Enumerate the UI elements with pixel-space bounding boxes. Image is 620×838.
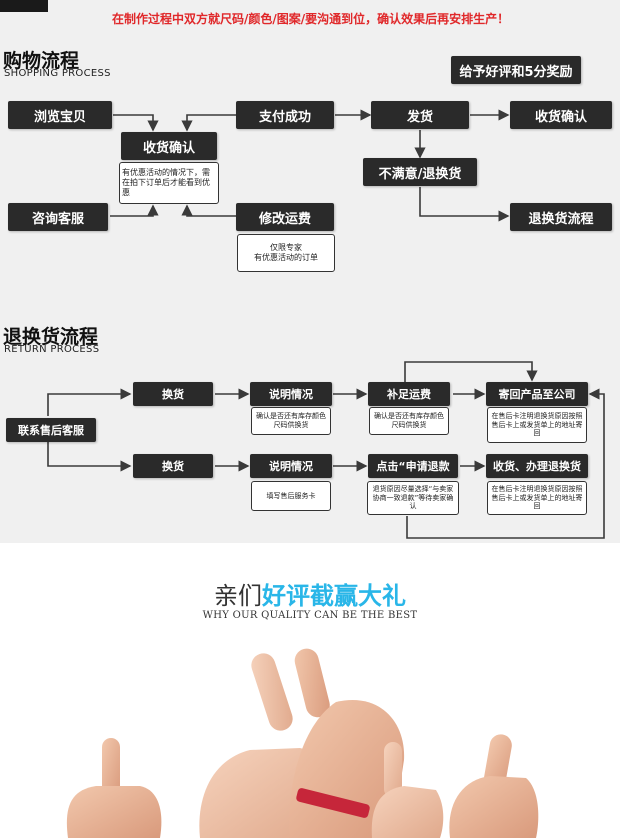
hand-center	[289, 648, 405, 838]
note-vip: 仅限专家 有优惠活动的订单	[237, 234, 335, 272]
note-stock-1: 确认是否还有库存颜色尺码供换货	[251, 407, 331, 435]
step-browse: 浏览宝贝	[8, 101, 112, 129]
step-send-back: 寄回产品至公司	[486, 382, 588, 406]
shopping-subtitle: SHOPPING PROCESS	[4, 68, 111, 79]
hand-center-right	[371, 742, 444, 838]
step-apply-refund: 点击“申请退款	[368, 454, 458, 478]
returns-subtitle: RETURN PROCESS	[4, 344, 100, 355]
step-unsatisfied: 不满意/退换货	[363, 158, 477, 186]
step-exchange-bottom: 换货	[133, 454, 213, 478]
step-explain-bottom: 说明情况	[250, 454, 332, 478]
step-pay-success: 支付成功	[236, 101, 334, 129]
shopping-title: 购物流程	[3, 50, 80, 72]
note-stock-2: 确认是否还有库存颜色尺码供换货	[369, 407, 449, 435]
corner-tab	[0, 0, 48, 12]
hand-left	[66, 738, 162, 838]
step-add-shipping: 补足运费	[368, 382, 450, 406]
note-refund: 退货原因尽量选择“与卖家协商一致退款”等待卖家确认	[367, 481, 459, 515]
note-vip-line2: 有优惠活动的订单	[254, 253, 318, 262]
returns-title: 退换货流程	[3, 326, 99, 348]
step-exchange-top: 换货	[133, 382, 213, 406]
step-ship: 发货	[371, 101, 469, 129]
promo-heading-prefix: 亲们	[214, 582, 262, 610]
step-consult: 咨询客服	[8, 203, 108, 231]
step-explain-top: 说明情况	[250, 382, 332, 406]
note-promo: 有优惠活动的情况下，需在拍下订单后才能看到优惠	[119, 162, 219, 204]
process-diagram-panel: 在制作过程中双方就尺码/颜色/图案/要沟通到位，确认效果后再安排生产！ 购物流程…	[0, 0, 620, 543]
note-service-card: 填写售后服务卡	[251, 481, 331, 511]
flow-connectors	[47, 109, 605, 539]
promo-heading-highlight: 好评截赢大礼	[262, 582, 406, 610]
promo-heading: 亲们好评截赢大礼	[0, 576, 620, 611]
note-vip-line1: 仅限专家	[270, 243, 302, 252]
hand-right	[449, 734, 539, 838]
step-confirm-receipt-mid: 收货确认	[121, 132, 217, 160]
step-modify-shipping: 修改运费	[236, 203, 334, 231]
note-card-2: 在售后卡注明退换货原因按照售后卡上或发货单上的地址寄回	[487, 481, 587, 515]
reward-badge: 给予好评和5分奖励	[451, 56, 581, 84]
step-confirm-receipt-right: 收货确认	[510, 101, 612, 129]
step-receive-refund: 收货、办理退换货	[486, 454, 588, 478]
thumbs-up-hands-illustration	[66, 648, 539, 838]
step-contact-service: 联系售后客服	[6, 418, 96, 442]
promo-tagline: WHY OUR QUALITY CAN BE THE BEST	[202, 610, 418, 621]
top-notice: 在制作过程中双方就尺码/颜色/图案/要沟通到位，确认效果后再安排生产！	[112, 12, 510, 26]
note-card-1: 在售后卡注明退换货原因按照售后卡上或发货单上的地址寄回	[487, 407, 587, 443]
step-return-process: 退换货流程	[510, 203, 612, 231]
